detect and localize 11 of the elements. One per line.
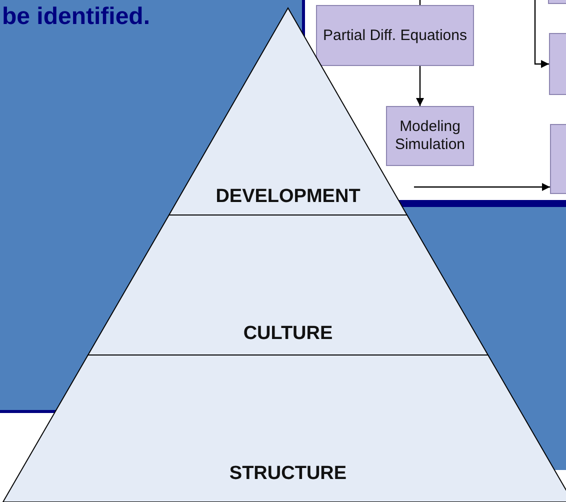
pyramid-layer <box>3 355 566 502</box>
arrow <box>414 183 550 191</box>
pyramid-layer <box>88 215 488 355</box>
process-box: Partial Diff. Equations <box>316 5 474 66</box>
arrow <box>534 0 549 68</box>
layer-title: STRUCTURE <box>228 463 348 485</box>
process-box: Modeling Simulation <box>386 106 474 166</box>
layer-title: DEVELOPMENT <box>214 186 362 208</box>
layer-title: CULTURE <box>242 323 334 345</box>
arrow <box>416 66 424 106</box>
heading-text: be identified. <box>2 3 150 31</box>
